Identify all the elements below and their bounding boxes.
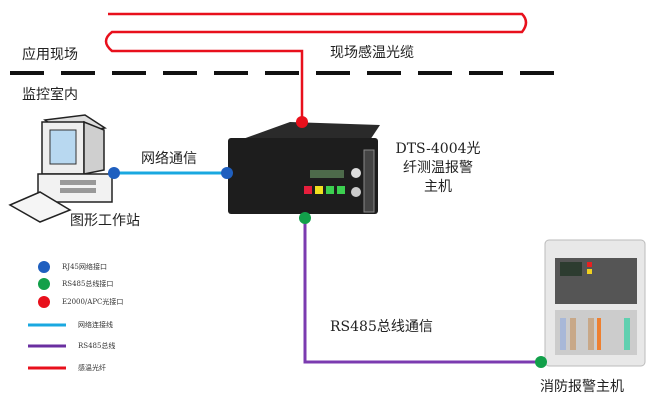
dts-host-label-line2: 纤测温报警 bbox=[403, 160, 473, 176]
dts-host-label-line1: DTS-4004光 bbox=[395, 141, 481, 157]
workstation-rj45-dot bbox=[108, 167, 120, 179]
zone-indoor-label: 监控室内 bbox=[22, 87, 78, 103]
legend-optical-marker bbox=[38, 296, 50, 308]
rs485-comm-label: RS485总线通信 bbox=[330, 319, 433, 335]
fiber-port-dot bbox=[296, 116, 308, 128]
fire-panel-label: 消防报警主机 bbox=[540, 379, 624, 395]
workstation-label: 图形工作站 bbox=[70, 213, 140, 229]
dts-host-label: DTS-4004光 纤测温报警 主机 bbox=[393, 140, 483, 197]
legend-rs485-line-label: RS485总线 bbox=[78, 342, 116, 350]
host-rs485-dot bbox=[299, 212, 311, 224]
rs485-line bbox=[303, 220, 540, 364]
sensing-cable-label: 现场感温光缆 bbox=[330, 45, 414, 61]
legend-rs485-marker bbox=[38, 278, 50, 290]
fire-alarm-panel-device bbox=[544, 239, 646, 367]
dts-host-device bbox=[228, 122, 380, 214]
legend-rj45-marker bbox=[38, 261, 50, 273]
panel-rs485-dot bbox=[535, 356, 547, 368]
workstation-icon bbox=[8, 114, 113, 223]
network-comm-label: 网络通信 bbox=[141, 151, 197, 167]
legend-rj45-label: RJ45网络接口 bbox=[62, 263, 107, 271]
host-rj45-dot bbox=[221, 167, 233, 179]
legend-optical-label: E2000/APC光接口 bbox=[62, 298, 124, 306]
zone-field-label: 应用现场 bbox=[22, 47, 78, 63]
legend-network-line-label: 网络连接线 bbox=[78, 321, 113, 329]
legend-fiber-line-label: 感温光纤 bbox=[78, 364, 106, 372]
dts-host-label-line3: 主机 bbox=[424, 179, 452, 195]
legend-rs485-port-label: RS485总线接口 bbox=[62, 280, 114, 288]
sensing-fiber-line bbox=[104, 12, 528, 120]
